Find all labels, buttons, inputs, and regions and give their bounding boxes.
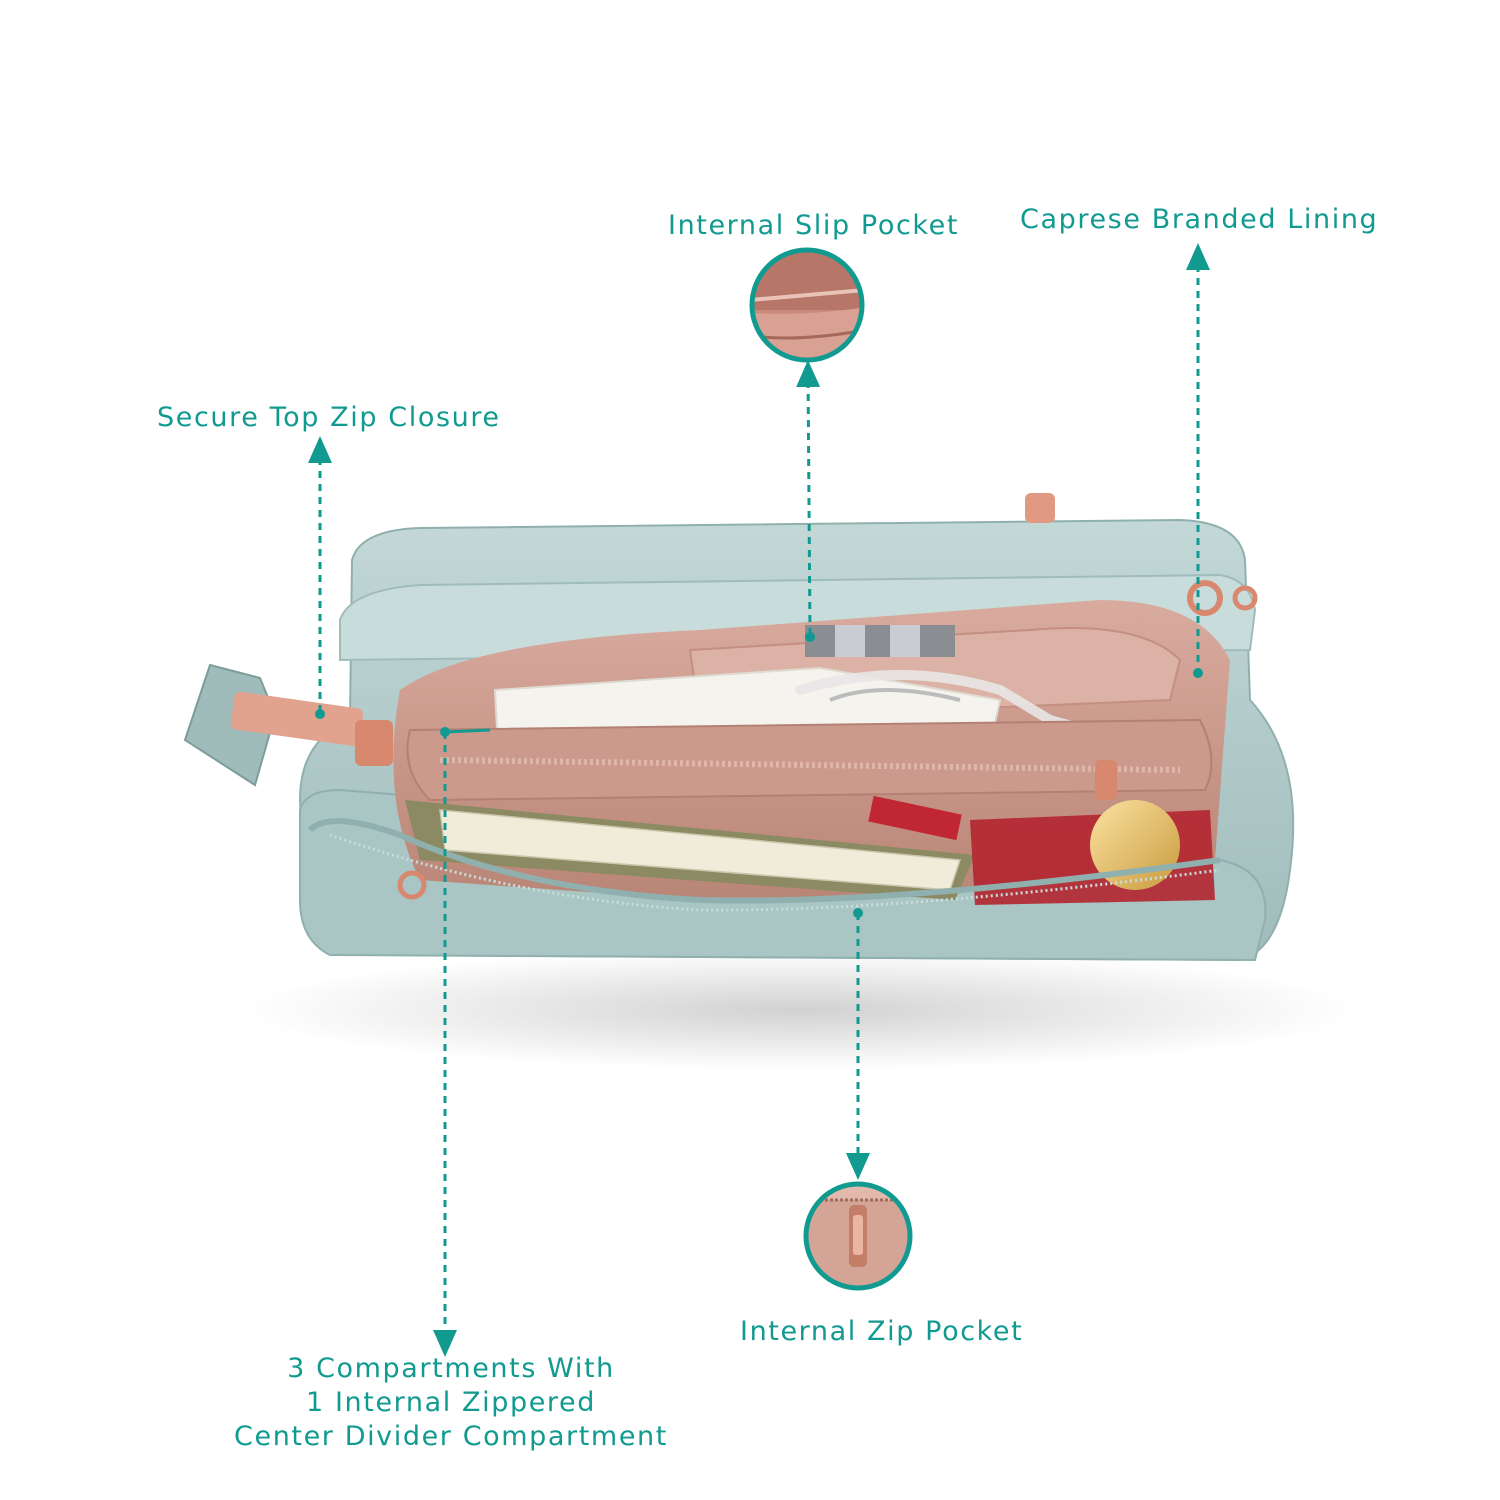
bag-shadow <box>240 950 1360 1070</box>
compartments-label: 3 Compartments With 1 Internal Zippered … <box>228 1352 674 1454</box>
pointer-lines <box>308 243 1210 1357</box>
zipper-pull <box>183 663 393 787</box>
secure-top-zip-closure-label: Secure Top Zip Closure <box>157 402 501 433</box>
internal-zip-pocket-zoom <box>803 1181 913 1291</box>
pointer-dots <box>315 632 1203 918</box>
internal-slip-pocket-zoom <box>749 247 865 363</box>
metal-items <box>805 625 955 657</box>
internal-zip-pocket-label: Internal Zip Pocket <box>740 1316 1024 1347</box>
compartments-line-1: 3 Compartments With <box>287 1353 615 1384</box>
compartments-line-3: Center Divider Compartment <box>234 1421 668 1452</box>
handbag <box>183 493 1295 962</box>
internal-slip-pocket-label: Internal Slip Pocket <box>668 210 960 241</box>
slip-pocket-pointer <box>796 360 821 636</box>
caprese-branded-lining-label: Caprese Branded Lining <box>1020 204 1379 235</box>
compartments-pointer-tick <box>444 728 491 734</box>
compartments-line-2: 1 Internal Zippered <box>306 1387 596 1418</box>
